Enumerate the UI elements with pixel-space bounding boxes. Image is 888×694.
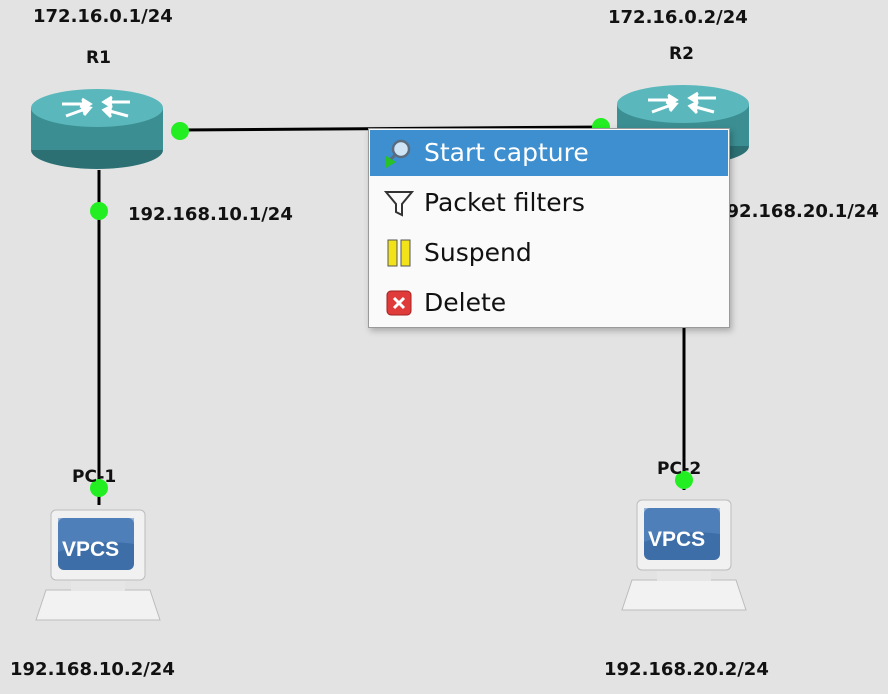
router-arrows-icon xyxy=(62,95,130,119)
pc1-name-label: PC-1 xyxy=(72,467,117,487)
menu-item-label: Start capture xyxy=(424,137,589,167)
pc-pc1[interactable] xyxy=(35,509,161,621)
router-r1[interactable] xyxy=(31,89,163,169)
pc1-ip-label: 192.168.10.2/24 xyxy=(10,659,175,680)
link-status-pc1 xyxy=(90,479,108,497)
r2-name-label: R2 xyxy=(669,44,694,64)
magnifier-capture-icon xyxy=(384,138,414,168)
pc2-name-label: PC-2 xyxy=(657,459,702,479)
menu-item-label: Delete xyxy=(424,287,507,317)
r1-name-label: R1 xyxy=(86,48,111,68)
pc-pc2[interactable] xyxy=(621,499,747,611)
link-status-r1-wan xyxy=(171,122,189,140)
link-status-r1-lan xyxy=(90,202,108,220)
menu-item-suspend[interactable]: Suspend xyxy=(370,230,728,276)
pause-icon xyxy=(384,238,414,268)
r1-lan-ip-label: 192.168.10.1/24 xyxy=(128,204,293,225)
pc2-screen-text: VPCS xyxy=(648,528,706,551)
menu-item-label: Suspend xyxy=(424,237,532,267)
menu-item-delete[interactable]: Delete xyxy=(370,280,728,326)
menu-item-label: Packet filters xyxy=(424,187,585,217)
menu-item-start-capture[interactable]: Start capture xyxy=(370,130,728,176)
pc1-screen-text: VPCS xyxy=(62,538,120,561)
pc2-ip-label: 192.168.20.2/24 xyxy=(604,659,769,680)
r2-lan-ip-label: 192.168.20.1/24 xyxy=(714,201,879,222)
router-arrows-icon xyxy=(648,91,716,115)
funnel-filter-icon xyxy=(384,188,414,218)
menu-item-packet-filters[interactable]: Packet filters xyxy=(370,180,728,226)
r1-wan-ip-label: 172.16.0.1/24 xyxy=(33,6,173,27)
link-context-menu: Start capture Packet filters Suspend Del… xyxy=(368,128,730,328)
r2-wan-ip-label: 172.16.0.2/24 xyxy=(608,7,748,28)
delete-x-icon xyxy=(384,288,414,318)
link-status-pc2 xyxy=(675,471,693,489)
